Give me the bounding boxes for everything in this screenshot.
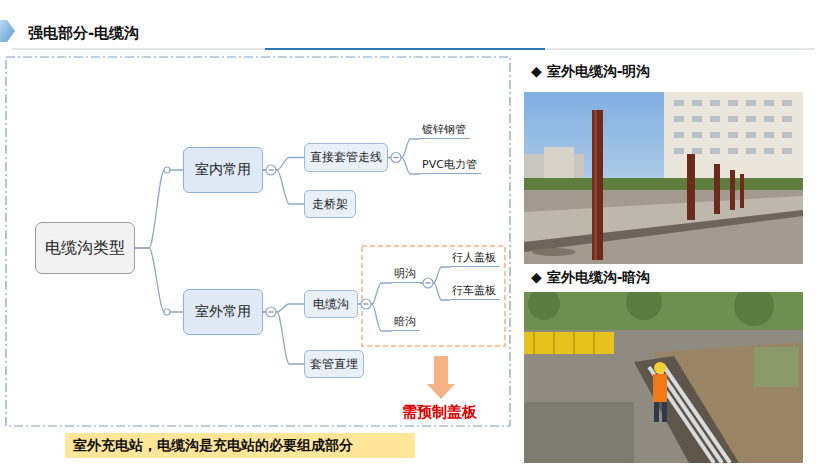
topic-label: 行车盖板 [450,282,500,300]
marker-circle [361,299,371,309]
marker-circle [391,153,401,163]
node-text: 走桥架 [312,196,348,213]
node-text: 电缆沟 [313,296,349,313]
node-text: 明沟 [394,266,416,281]
topic-box: 室内常用 [183,147,263,193]
marker-circle [164,167,170,173]
topic-box: 室外常用 [183,289,263,335]
node-text: 室内常用 [195,161,251,179]
marker-minus [426,282,431,283]
header-rule [12,49,815,50]
marker-circle [266,307,276,317]
topic-label: 镀锌钢管 [420,121,470,139]
branch-line [135,248,183,312]
photo-covered-trench [524,292,803,463]
topic-box: 走桥架 [304,190,356,218]
marker-circle [423,278,433,288]
node-text: 电缆沟类型 [45,238,125,259]
branch-line [135,170,183,248]
branch-marker [164,309,170,315]
branch-marker [266,165,276,175]
branch-marker [361,299,371,309]
node-text: 室外充电站，电缆沟是充电站的必要组成部分 [73,437,353,455]
branch-marker [164,167,170,173]
node-text: 镀锌钢管 [422,122,466,137]
topic-box: 电缆沟 [304,290,358,318]
photo-caption: ◆ 室外电缆沟-暗沟 [531,269,650,287]
marker-minus [269,311,274,312]
node-text: 行人盖板 [452,250,496,265]
branch-marker [423,278,433,288]
header-chevron [0,20,15,42]
topic-box: 直接套管走线 [304,143,388,172]
marker-minus [394,157,399,158]
photo-caption: ◆ 室外电缆沟-明沟 [531,63,650,81]
annotation-text: 需预制盖板 [402,403,477,422]
marker-circle [164,309,170,315]
note-box: 室外充电站，电缆沟是充电站的必要组成部分 [65,433,415,458]
node-text: 室外常用 [195,303,251,321]
marker-minus [269,169,274,170]
slide-title: 强电部分-电缆沟 [28,24,139,43]
topic-label: 暗沟 [392,313,420,331]
branch-line [263,312,304,364]
panel-border [6,57,510,426]
down-arrow [427,356,455,399]
topic-label: 明沟 [392,265,420,283]
node-text: 套管直埋 [310,356,358,373]
topic-box: 电缆沟类型 [35,222,135,274]
node-text: 直接套管走线 [310,149,382,166]
branch-marker [391,153,401,163]
marker-circle [266,165,276,175]
node-text: PVC电力管 [422,157,477,172]
node-text: 暗沟 [394,314,416,329]
branch-marker [266,307,276,317]
marker-minus [364,303,369,304]
topic-box: 套管直埋 [304,350,364,378]
topic-label: PVC电力管 [420,156,481,174]
header-rule-accent [265,48,545,50]
node-text: 行车盖板 [452,283,496,298]
photo-open-trench [524,92,803,264]
topic-label: 行人盖板 [450,249,500,267]
